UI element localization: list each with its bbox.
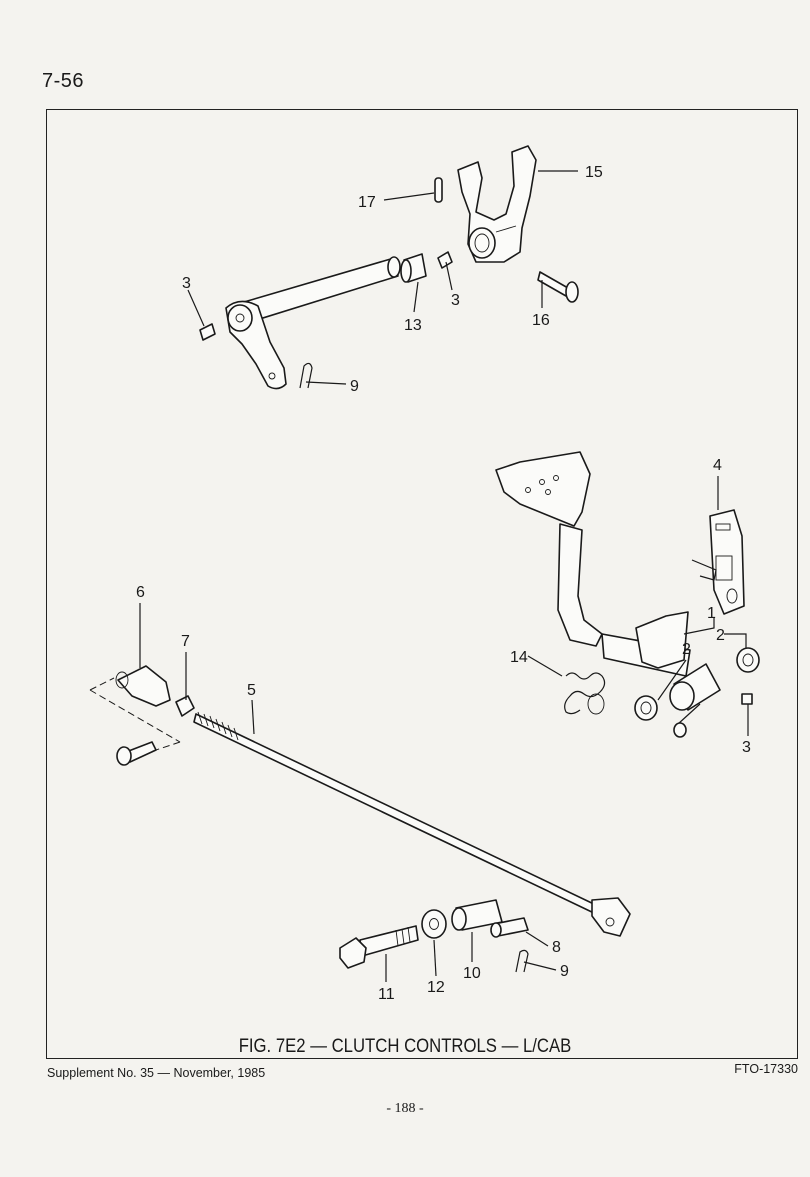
pedal-bracket-part (691, 509, 745, 615)
folio-number: - 188 - (386, 1101, 424, 1116)
clevis-pin-part (537, 271, 579, 303)
clutch-rod-part (193, 711, 631, 937)
callout-3-fitting: 3 (451, 292, 460, 309)
callout-6: 6 (136, 584, 145, 601)
callout-13: 13 (404, 317, 422, 334)
callout-2-left: 2 (682, 641, 691, 658)
leader-lines (139, 170, 749, 982)
callout-3-shaft: 3 (182, 275, 191, 292)
callout-8: 8 (552, 939, 561, 956)
callout-10: 10 (463, 965, 481, 982)
lock-nut-part (175, 695, 195, 717)
callout-11: 11 (378, 986, 395, 1003)
callout-7: 7 (181, 633, 190, 650)
callout-9-lower: 9 (560, 963, 569, 980)
figure-caption: FIG. 7E2 — CLUTCH CONTROLS — L/CAB (238, 1036, 572, 1057)
callout-2-right: 2 (716, 627, 725, 644)
figure-frame (46, 109, 798, 1059)
callout-9-upper: 9 (350, 378, 359, 395)
page-number: 7-56 (42, 70, 85, 92)
cotter-pin-part (299, 362, 529, 973)
callout-4: 4 (713, 457, 722, 474)
return-spring-part (564, 672, 606, 715)
rod-clevis-part (115, 665, 171, 707)
release-fork-part (457, 145, 537, 263)
clevis-pin-left-part (116, 741, 157, 766)
callout-17: 17 (358, 194, 376, 211)
supplement-note: Supplement No. 35 — November, 1985 (47, 1066, 266, 1080)
cross-shaft-part (225, 256, 401, 390)
callout-16: 16 (532, 312, 550, 329)
shaft-bushing-part (400, 253, 427, 283)
callout-3-pedal: 3 (742, 739, 751, 756)
grease-fitting-part (199, 251, 753, 705)
pedal-bushing-part (634, 647, 760, 738)
clutch-pedal-part (495, 451, 691, 677)
dowel-pin-part (434, 177, 443, 203)
hex-bolt-part (339, 925, 419, 969)
washer-part (421, 909, 447, 939)
callout-15: 15 (585, 164, 603, 181)
callout-12: 12 (427, 979, 445, 996)
drawing-code: FTO-17330 (734, 1062, 798, 1076)
callout-5: 5 (247, 682, 256, 699)
callout-14: 14 (510, 649, 528, 666)
callout-1: 1 (707, 605, 716, 622)
pin-8-part (490, 917, 529, 938)
